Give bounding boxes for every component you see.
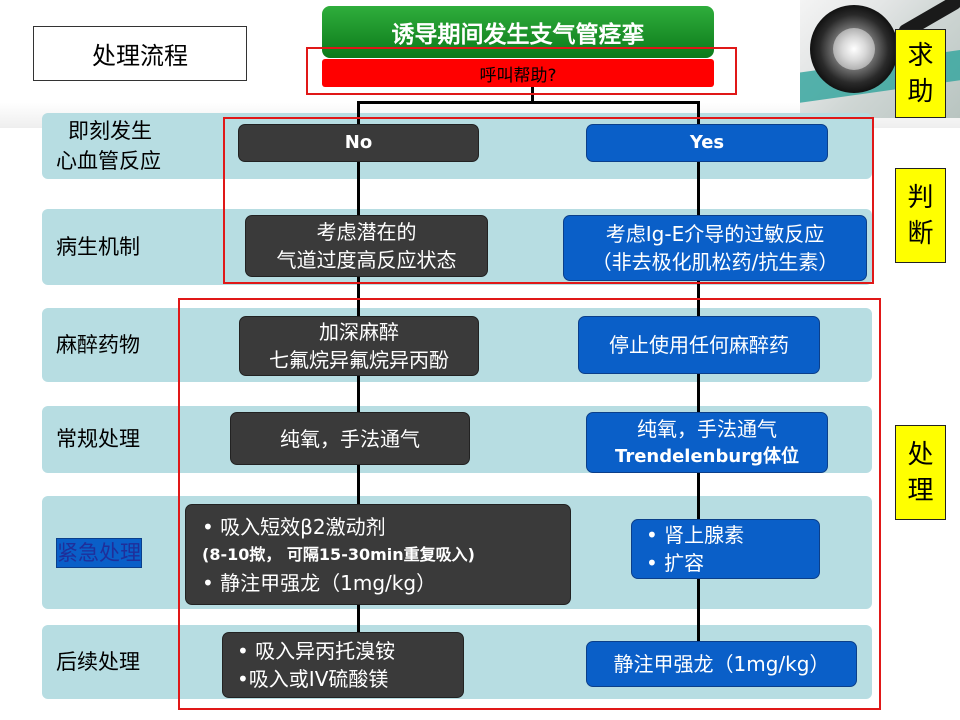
no-emergency-node: • 吸入短效β2激动剂 (8-10揿， 可隔15-30min重复吸入) • 静注… xyxy=(185,504,571,605)
connector-no-branch xyxy=(357,101,360,653)
judgement-outline xyxy=(223,117,874,284)
treatment-outline xyxy=(178,298,881,710)
connector-main-down xyxy=(531,87,534,103)
yes-emergency-node: • 肾上腺素 • 扩容 xyxy=(631,519,820,579)
row-label-routine: 常规处理 xyxy=(56,427,140,451)
row-label-cardiovascular: 即刻发生 心血管反应 xyxy=(56,119,161,173)
side-label-treat: 处理 xyxy=(895,425,946,520)
page-title: 处理流程 xyxy=(33,26,247,81)
yes-routine-node: 纯氧，手法通气 Trendelenburg体位 xyxy=(586,412,828,473)
side-label-judge: 判断 xyxy=(895,168,946,263)
no-followup-node: • 吸入异丙托溴铵 •吸入或IV硫酸镁 xyxy=(222,632,464,698)
help-outline xyxy=(306,47,737,95)
yes-mechanism-node: 考虑Ig-E介导的过敏反应 （非去极化肌松药/抗生素） xyxy=(563,215,867,281)
row-label-pathophysiology: 病生机制 xyxy=(56,235,140,259)
row-label-emergency: 紧急处理 xyxy=(56,538,142,568)
call-help-bar: 呼叫帮助? xyxy=(322,59,714,87)
no-anesthetics-node: 加深麻醉 七氟烷异氟烷异丙酚 xyxy=(239,316,479,376)
row-label-followup: 后续处理 xyxy=(56,650,140,674)
row-label-anesthetics: 麻醉药物 xyxy=(56,333,140,357)
yes-followup-node: 静注甲强龙（1mg/kg） xyxy=(586,641,857,687)
connector-yes-branch xyxy=(697,101,700,653)
no-routine-node: 纯氧，手法通气 xyxy=(230,412,470,465)
yes-anesthetics-node: 停止使用任何麻醉药 xyxy=(578,316,820,374)
side-label-seek-help: 求助 xyxy=(895,29,946,118)
decision-yes: Yes xyxy=(586,124,828,162)
connector-split xyxy=(357,101,700,104)
decision-no: No xyxy=(238,124,479,162)
no-mechanism-node: 考虑潜在的 气道过度高反应状态 xyxy=(245,215,488,277)
main-title: 诱导期间发生支气管痉挛 xyxy=(322,6,714,58)
